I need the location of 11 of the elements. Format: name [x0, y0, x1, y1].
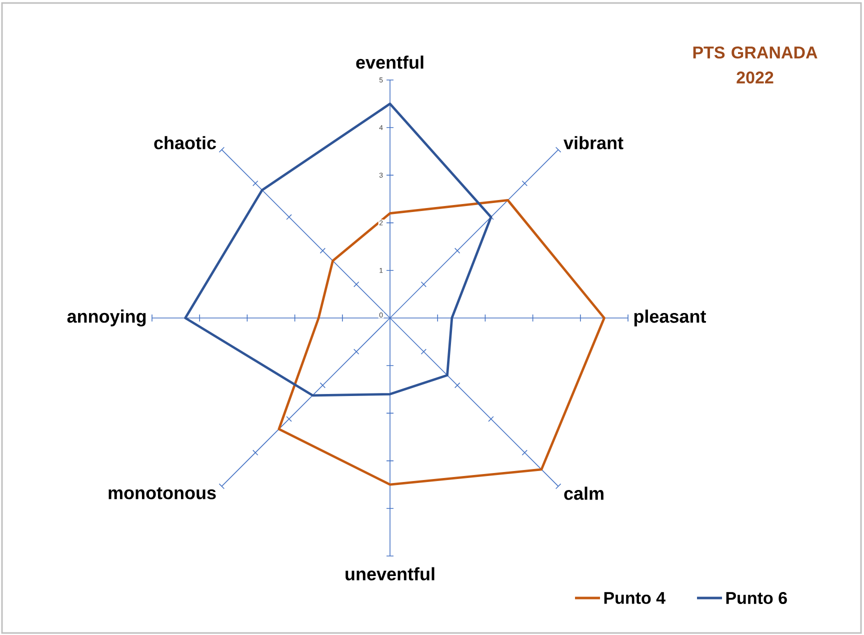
axis-label: monotonous: [108, 487, 216, 500]
legend-label: Punto 4: [604, 592, 666, 604]
axis-label: calm: [564, 486, 604, 500]
axis-label: chaotic: [154, 136, 216, 150]
axis-label: uneventful: [346, 567, 434, 580]
axis-label: pleasant: [634, 310, 706, 326]
axis-label: vibrant: [564, 136, 624, 150]
legend-label: Punto 6: [726, 592, 787, 604]
chart-title: PTS GRANADA 2022: [693, 46, 818, 84]
axis-label: eventful: [356, 56, 424, 69]
axis-label: annoying: [67, 310, 146, 326]
